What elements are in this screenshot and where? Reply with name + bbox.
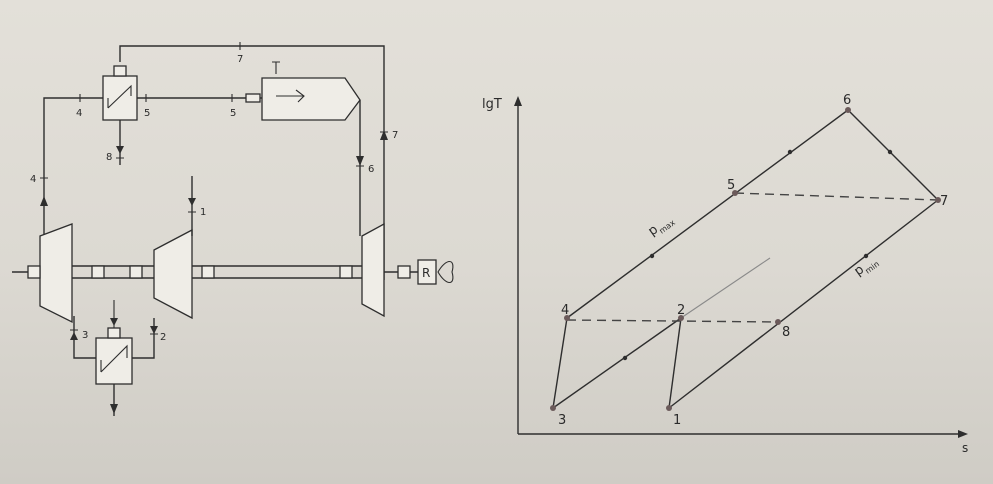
- compressor-hp: [39, 223, 73, 324]
- arrow-down-6: [356, 156, 364, 166]
- arrow-down-1: [188, 198, 196, 206]
- isobar-pmax: [566, 109, 849, 319]
- state-point-3: [550, 405, 556, 411]
- label-pmax-sub: max: [658, 218, 678, 236]
- fitting-5: [245, 93, 261, 103]
- state-point-8: [775, 319, 781, 325]
- coupling-2: [91, 265, 105, 279]
- label-pmax: p max: [646, 218, 678, 239]
- state-label-3: 3: [558, 413, 566, 428]
- flow-dot-5-6: [787, 149, 793, 155]
- stream-label-7-top: 7: [237, 54, 243, 65]
- y-axis-label: lgT: [482, 97, 502, 112]
- coupling-1: [27, 265, 41, 279]
- process-1-2: [668, 317, 682, 409]
- stream-label-1: 1: [200, 207, 206, 218]
- hx-top-coil: [107, 84, 132, 109]
- state-point-2: [678, 315, 684, 321]
- arrow-down-8: [116, 146, 124, 154]
- compressor-lp: [153, 228, 193, 320]
- stream-label-2: 2: [160, 332, 166, 343]
- isobar-pmin: [668, 199, 939, 409]
- state-label-6: 6: [843, 93, 851, 108]
- regeneration-5-7: [734, 192, 939, 201]
- stream-label-6: 6: [368, 164, 374, 175]
- pipe-stream-4: [43, 97, 103, 236]
- propeller-icon: [437, 260, 454, 284]
- state-label-1: 1: [673, 413, 681, 428]
- coupling-5: [339, 265, 353, 279]
- coupling-4: [201, 265, 215, 279]
- isobar-extension: [680, 257, 771, 319]
- state-label-2: 2: [677, 303, 685, 318]
- arrow-cooling-in: [110, 318, 118, 326]
- label-pmin-sub: min: [864, 259, 882, 275]
- load-label: R: [422, 266, 430, 280]
- arrow-up-4: [40, 196, 48, 206]
- process-6-7: [847, 109, 939, 201]
- combustor: [261, 77, 361, 121]
- stream-label-8: 8: [106, 152, 112, 163]
- turbine: [361, 222, 385, 318]
- coupling-3: [129, 265, 143, 279]
- state-point-1: [666, 405, 672, 411]
- flow-dot-pmin: [863, 253, 869, 259]
- state-point-5: [732, 190, 738, 196]
- stream-ticks: [40, 42, 388, 335]
- load-box: [417, 259, 437, 285]
- hx-top-nozzle: [113, 65, 127, 77]
- state-point-6: [845, 107, 851, 113]
- state-label-7: 7: [940, 194, 948, 209]
- state-point-4: [564, 315, 570, 321]
- process-2-3: [552, 317, 682, 409]
- flow-dot-2-3: [622, 355, 628, 361]
- regeneration-4-8: [566, 319, 779, 323]
- process-3-4: [552, 317, 568, 409]
- stream-label-4-side: 4: [30, 174, 36, 185]
- heat-exchanger-top: [102, 75, 138, 121]
- x-axis-arrow: [958, 430, 968, 438]
- stream-label-7-side: 7: [392, 130, 398, 141]
- arrow-up-7: [380, 130, 388, 140]
- stream-label-5-b: 5: [230, 108, 236, 119]
- arrow-cooling-out: [110, 404, 118, 414]
- coupling-6: [397, 265, 411, 279]
- flow-dot-pmax: [649, 253, 655, 259]
- fuel-injector-icon: [272, 61, 305, 103]
- state-label-5: 5: [727, 178, 735, 193]
- pipe-stream-7: [119, 45, 385, 280]
- state-label-8: 8: [782, 325, 790, 340]
- state-point-7: [935, 197, 941, 203]
- arrow-up-3: [70, 332, 78, 340]
- shaft: [12, 265, 418, 279]
- state-label-4: 4: [561, 303, 569, 318]
- stream-label-4-top: 4: [76, 108, 82, 119]
- flow-dot-6-7: [887, 149, 893, 155]
- intercooler-coil: [100, 344, 128, 373]
- arrow-down-2: [150, 326, 158, 334]
- x-axis-label: s: [962, 441, 968, 455]
- y-axis-arrow: [514, 96, 522, 106]
- stream-label-5-a: 5: [144, 108, 150, 119]
- stream-label-3: 3: [82, 330, 88, 341]
